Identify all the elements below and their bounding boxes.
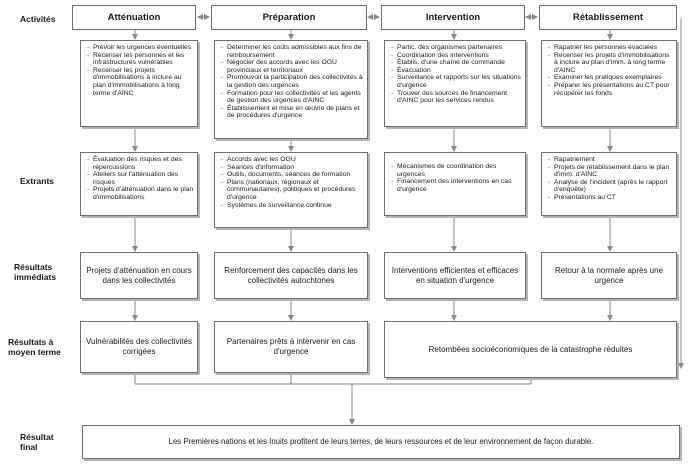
activities-box-attenuation: Prévoir les urgences éventuelles Recense… (80, 40, 198, 127)
row-label-activites: Activités (20, 14, 56, 24)
intermediate-result-preparation: Partenaires prêts à intervenir en cas d'… (214, 321, 368, 373)
intermediate-result-attenuation: Vulnérabilités des collectivités corrigé… (80, 321, 198, 373)
list-item: Analyse de l'incident (après le rapport … (546, 179, 673, 194)
immediate-result-intervention: Interventions efficientes et efficaces e… (384, 252, 526, 299)
list-item: Recenser les projets d'immobilisations à… (546, 52, 673, 75)
row-label-extrants: Extrants (20, 176, 55, 186)
list-item: Trouver des sources de financement d'AIN… (389, 90, 522, 105)
row-label-resultats-immediats: Résultats immédiats (14, 262, 57, 282)
list-item: Rapatrier les personnes évacuées (546, 44, 673, 52)
list-item: Ateliers sur l'atténuation des risques (85, 171, 194, 186)
final-outcome: Les Premières nations et les Inuits prof… (82, 425, 680, 459)
list-item: Partic. des organismes partenaires (389, 44, 522, 52)
list-item: Séances d'information (219, 164, 364, 172)
list-item: Accords avec les OGU (219, 156, 364, 164)
list-item: Évaluation des risques et des répercussi… (85, 156, 194, 171)
list-item: Négocier des accords avec les OGU provin… (219, 59, 364, 74)
row-label-resultat-final: Résultat final (20, 432, 54, 452)
list-item: Financement des interventions en cas d'u… (389, 178, 522, 193)
outputs-box-retablissement: Rapatriement Projets de rétablissement d… (541, 152, 677, 216)
immediate-result-attenuation: Projets d'atténuation en cours dans les … (80, 252, 198, 299)
outputs-box-attenuation: Évaluation des risques et des répercussi… (80, 152, 198, 216)
list-item: Déterminer les coûts admissibles aux fin… (219, 44, 364, 59)
list-item: Examiner les pratiques exemplaires (546, 74, 673, 82)
list-item: Prévoir les urgences éventuelles (85, 44, 194, 52)
list-item: Systèmes de surveillance continue (219, 202, 364, 210)
list-item: Préparer les présentations au CT pour ré… (546, 82, 673, 97)
header-preparation: Préparation (211, 5, 367, 30)
list-item: Promouvoir la participation des collecti… (219, 74, 364, 89)
list-item: Projets de rétablissement dans le plan d… (546, 164, 673, 179)
list-item: Coordination des interventions (389, 52, 522, 60)
list-item: Surveillance et rapports sur les situati… (389, 74, 522, 89)
list-item: Outils, documents, séances de formation (219, 171, 364, 179)
intermediate-result-shared: Retombées socioéconomiques de la catastr… (384, 321, 677, 378)
list-item: Rapatriement (546, 156, 673, 164)
activities-box-retablissement: Rapatrier les personnes évacuées Recense… (541, 40, 677, 127)
outputs-box-preparation: Accords avec les OGU Séances d'informati… (214, 152, 368, 228)
header-intervention: Intervention (381, 5, 525, 30)
activities-box-intervention: Partic. des organismes partenaires Coord… (384, 40, 526, 127)
row-label-resultats-moyen-terme: Résultats à moyen terme (8, 337, 61, 357)
immediate-result-preparation: Renforcement des capacités dans les coll… (214, 252, 368, 299)
list-item: Évacuation (389, 67, 522, 75)
list-item: Projets d'atténuation dans le plan d'imm… (85, 186, 194, 201)
activities-box-preparation: Déterminer les coûts admissibles aux fin… (214, 40, 368, 139)
header-retablissement: Rétablissement (539, 5, 677, 30)
list-item: Recenser les personnes et les infrastruc… (85, 52, 194, 67)
list-item: Présentations au CT (546, 194, 673, 202)
outputs-box-intervention: Mécanismes de coordination des urgences … (384, 152, 526, 216)
list-item: Établis. d'une chaîne de commande (389, 59, 522, 67)
list-item: Formation pour les collectivités et les … (219, 90, 364, 105)
list-item: Mécanismes de coordination des urgences (389, 163, 522, 178)
list-item: Établissement et mise en œuvre de plans … (219, 105, 364, 120)
immediate-result-retablissement: Retour à la normale après une urgence (541, 252, 677, 299)
list-item: Plans (nationaux, régionaux et communaut… (219, 179, 364, 202)
header-attenuation: Atténuation (72, 5, 196, 30)
list-item: Recenser les projets d'immobilisations à… (85, 67, 194, 97)
